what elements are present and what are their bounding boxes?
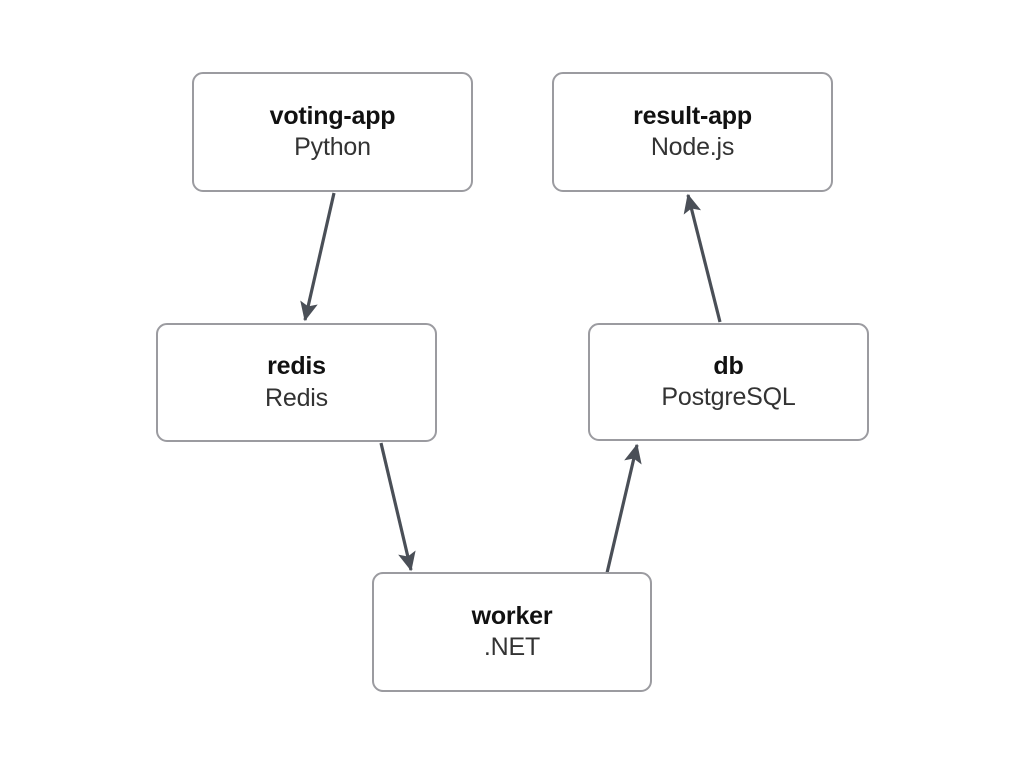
node-title: result-app: [633, 101, 752, 130]
node-voting-app[interactable]: voting-app Python: [192, 72, 473, 192]
node-redis[interactable]: redis Redis: [156, 323, 437, 442]
node-subtitle: Node.js: [650, 133, 735, 161]
node-subtitle: Redis: [265, 383, 328, 412]
node-subtitle: Python: [294, 133, 371, 161]
node-title: worker: [471, 601, 553, 630]
edge-voting-app-to-redis: [300, 192, 336, 322]
node-db[interactable]: db PostgreSQL: [588, 323, 869, 441]
node-title: voting-app: [269, 101, 396, 130]
node-title: redis: [267, 352, 326, 380]
node-title: db: [713, 351, 744, 380]
node-subtitle: .NET: [483, 633, 541, 661]
edge-worker-to-db: [605, 443, 642, 574]
node-subtitle: PostgreSQL: [661, 383, 796, 411]
node-worker[interactable]: worker .NET: [372, 572, 652, 692]
edge-db-to-result-app: [683, 193, 722, 323]
node-result-app[interactable]: result-app Node.js: [552, 72, 833, 192]
edge-redis-to-worker: [379, 442, 416, 572]
